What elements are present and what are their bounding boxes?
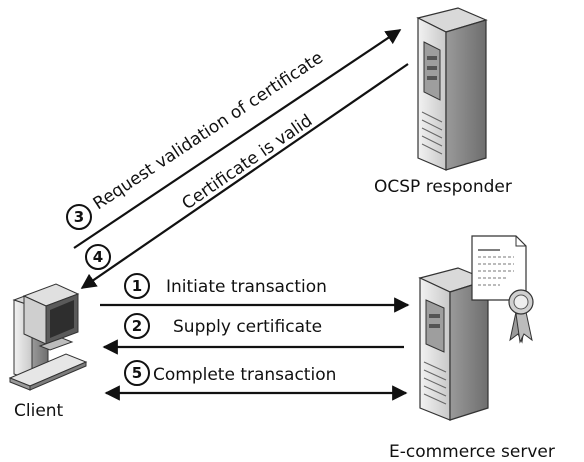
step-2-number: 2 bbox=[132, 317, 142, 335]
step-1-number: 1 bbox=[132, 277, 142, 295]
complete-transaction-label: Complete transaction bbox=[153, 365, 336, 385]
certificate-icon bbox=[471, 235, 527, 301]
step-4-number: 4 bbox=[93, 248, 103, 266]
supply-certificate-label: Supply certificate bbox=[173, 317, 322, 337]
initiate-transaction-label: Initiate transaction bbox=[166, 277, 327, 297]
step-1-badge: 1 bbox=[124, 273, 150, 299]
step-5-badge: 5 bbox=[124, 360, 150, 386]
certificate-valid-arrow bbox=[80, 63, 409, 289]
ocsp-server-icon bbox=[416, 7, 488, 171]
client-label: Client bbox=[14, 401, 64, 421]
step-2-badge: 2 bbox=[124, 313, 150, 339]
step-5-number: 5 bbox=[132, 364, 142, 382]
step-3-badge: 3 bbox=[66, 204, 92, 230]
request-validation-arrow bbox=[73, 29, 402, 249]
client-computer-icon bbox=[8, 283, 88, 391]
ocsp-responder-label: OCSP responder bbox=[374, 177, 512, 197]
ecommerce-server-label: E-commerce server bbox=[389, 442, 555, 462]
ecommerce-server-icon bbox=[418, 267, 490, 421]
step-4-badge: 4 bbox=[85, 244, 111, 270]
step-3-number: 3 bbox=[74, 208, 84, 226]
seal-ribbon-icon bbox=[508, 289, 534, 344]
